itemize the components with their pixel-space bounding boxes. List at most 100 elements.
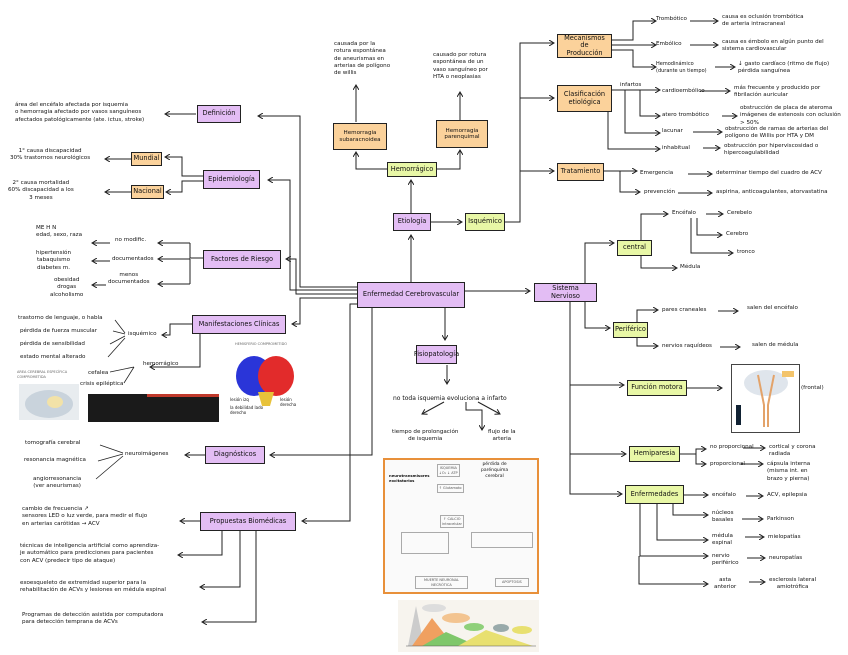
diagnostico-item: angiorresonancia (ver aneurismas) <box>33 476 82 490</box>
flowchart-step: MUERTE NEURONAL NECRÓTICA <box>415 576 468 590</box>
diagnosticos-neuroimagenes: neuroimágenes <box>125 451 169 457</box>
node-clasificacion-etiologica[interactable]: Clasificación etiológica <box>557 85 612 112</box>
propuesta-item: cambio de frecuencia ↗ sensores LED o lu… <box>22 506 148 527</box>
nervios-raquideos: nervios raquídeos <box>662 343 712 349</box>
flowchart-step: ↑ CALCIO intracelular <box>440 515 464 529</box>
node-hemiparesia[interactable]: Hemiparesia <box>629 446 680 462</box>
node-tratamiento[interactable]: Tratamiento <box>557 163 604 181</box>
medula-label: Médula <box>680 264 701 270</box>
nervios-desc: salen de médula <box>752 342 799 348</box>
factores-menos-text: obesidad drogas alcoholismo <box>50 277 84 298</box>
clasificacion-name: cardioembólico <box>662 88 705 94</box>
node-fisiopatologia[interactable]: Fisiopatología <box>414 345 459 364</box>
area-image-title: AREA CEREBRAL ESPECÍFICA COMPROMETIDA <box>17 370 68 379</box>
factores-documentados-text: hipertensión tabaquismo diabetes m. <box>36 250 72 271</box>
table-image-hemorrhagic <box>147 394 219 422</box>
encefalo-label: Encéfalo <box>672 210 696 216</box>
node-enfermedades[interactable]: Enfermedades <box>625 485 684 504</box>
node-periferico[interactable]: Periférico <box>613 322 648 338</box>
nacional-text: 2° causa mortalidad 60% discapacidad a l… <box>8 180 74 201</box>
node-sistema-nervioso[interactable]: Sistema Nervioso <box>534 283 597 302</box>
node-nacional[interactable]: Nacional <box>131 185 164 199</box>
fisiopatologia-flujo: flujo de la arteria <box>488 429 516 443</box>
motor-pathway-image <box>731 364 800 433</box>
diagnostico-item: resonancia magnética <box>24 457 86 463</box>
propuesta-item: técnicas de inteligencia artificial como… <box>20 543 160 564</box>
flowchart-step: ISQUEMIA ↓O₂ ↓ ATP <box>437 464 460 478</box>
ischemic-cascade-flowchart-image: pérdida de parénquima cerebral neurotran… <box>383 458 539 594</box>
isquemico-item: pérdida de sensibilidad <box>20 341 85 347</box>
mecanismo-desc: ↓ gasto cardíaco (ritmo de flujo) pérdid… <box>738 61 830 75</box>
encefalo-part: Cerebro <box>726 231 749 237</box>
brain-image-title: HEMISFERIO COMPROMETIDO <box>235 342 288 346</box>
clasificacion-desc: obstrucción por hiperviscosidad o hiperc… <box>724 143 819 157</box>
clasificacion-desc: obstrucción de ramas de arterias del pol… <box>725 126 829 140</box>
hemorragico-item: crisis epiléptica <box>80 381 124 387</box>
encefalo-part: Cerebelo <box>727 210 752 216</box>
node-factores-de-riesgo[interactable]: Factores de Riesgo <box>203 250 281 269</box>
factores-no-modific: no modific. <box>115 237 147 243</box>
node-central[interactable]: central <box>617 240 652 256</box>
enfermedad-desc: esclerosis lateral amiotrófica <box>769 577 817 591</box>
node-manifestaciones-clinicas[interactable]: Manifestaciones Clínicas <box>192 315 286 334</box>
tratamiento-desc: determinar tiempo del cuadro de ACV <box>716 170 822 176</box>
manifestaciones-hemorragico: hemorrágico <box>143 361 179 367</box>
encefalo-part: tronco <box>737 249 755 255</box>
node-hemorragia-parenquimal[interactable]: Hemorragia parenquimal <box>436 120 488 148</box>
flowchart-note: pérdida de parénquima cerebral <box>481 462 509 479</box>
brain-label: lesión derecha <box>280 397 297 408</box>
factores-menos-documentados: menos documentados <box>108 272 150 286</box>
enfermedad-name: encéfalo <box>712 492 736 498</box>
clasificacion-infartos: infartos <box>620 82 642 88</box>
clasificacion-name: inhabitual <box>662 145 690 151</box>
clasificacion-name: lacunar <box>662 128 683 134</box>
enfermedad-name: núcleos basales <box>712 510 734 524</box>
mecanismo-name: Trombótico <box>656 16 687 22</box>
node-hemorragico[interactable]: Hemorrágico <box>387 162 437 177</box>
enfermedad-desc: mielopatías <box>768 534 801 540</box>
penumbra-timeline-image <box>398 600 539 652</box>
node-diagnosticos[interactable]: Diagnósticos <box>205 446 265 464</box>
flowchart-step: APOPTOSIS <box>495 578 529 587</box>
mecanismo-desc: causa es émbolo en algún punto del siste… <box>722 39 824 53</box>
node-isquemico[interactable]: Isquémico <box>465 213 505 231</box>
hemiparesia-desc: cápsula interna (misma int. en brazo y p… <box>767 461 811 482</box>
isquemico-item: estado mental alterado <box>20 354 86 360</box>
mecanismo-desc: causa es oclusión trombótica de arteria … <box>722 14 804 28</box>
enfermedad-desc: ACV, epilepsia <box>767 492 808 498</box>
enfermedad-name: asta anterior <box>714 577 737 591</box>
node-propuestas-biomedicas[interactable]: Propuestas Biomédicas <box>200 512 296 531</box>
brain-label: lesión izq <box>230 397 249 402</box>
diagnostico-item: tomografía cerebral <box>25 440 81 446</box>
central-node-enfermedad-cerebrovascular[interactable]: Enfermedad Cerebrovascular <box>357 282 465 308</box>
brain-area-image: AREA CEREBRAL ESPECÍFICA COMPROMETIDA <box>17 370 81 422</box>
brain-hemispheres-image: HEMISFERIO COMPROMETIDO lesión izq la de… <box>230 342 302 420</box>
node-epidemiologia[interactable]: Epidemiología <box>203 170 260 189</box>
factores-no-modific-text: ME H N edad, sexo, raza <box>36 225 82 239</box>
node-mecanismos-de-produccion[interactable]: Mecanismos de Producción <box>557 34 612 58</box>
enfermedad-name: nervio periférico <box>712 553 739 567</box>
isquemico-item: trastorno de lenguaje, o habla <box>18 315 103 321</box>
factores-documentados: documentados <box>112 256 154 262</box>
brain-label: la debilidad lado derecho <box>230 405 264 416</box>
flowchart-box <box>401 532 449 554</box>
clasificacion-desc: obstrucción de placa de ateroma imágenes… <box>740 105 841 126</box>
tratamiento-name: Emergencia <box>640 170 674 176</box>
pares-craneales: pares craneales <box>662 307 707 313</box>
node-mundial[interactable]: Mundial <box>131 152 162 166</box>
enfermedad-desc: neuropatías <box>769 555 803 561</box>
mecanismo-name: Embólico <box>656 41 682 47</box>
clasificacion-desc: más frecuente y producido por fibrilació… <box>734 85 821 99</box>
enfermedad-name: médula espinal <box>712 533 733 547</box>
table-image-ischemic <box>88 394 150 422</box>
hemiparesia-name: no proporcional <box>710 444 754 450</box>
node-funcion-motora[interactable]: Función motora <box>627 380 687 396</box>
node-definicion[interactable]: Definición <box>197 105 241 123</box>
mecanismo-name: Hemodinámico (durante un tiempo) <box>656 61 707 74</box>
flowchart-step: ↑ Glutamato <box>437 484 464 493</box>
node-hemorragia-subaracnoidea[interactable]: Hemorragia subaracnoidea <box>333 123 387 150</box>
flowchart-note: neurotransmisores excitatorios <box>389 473 430 483</box>
node-etiologia[interactable]: Etiología <box>393 213 431 231</box>
